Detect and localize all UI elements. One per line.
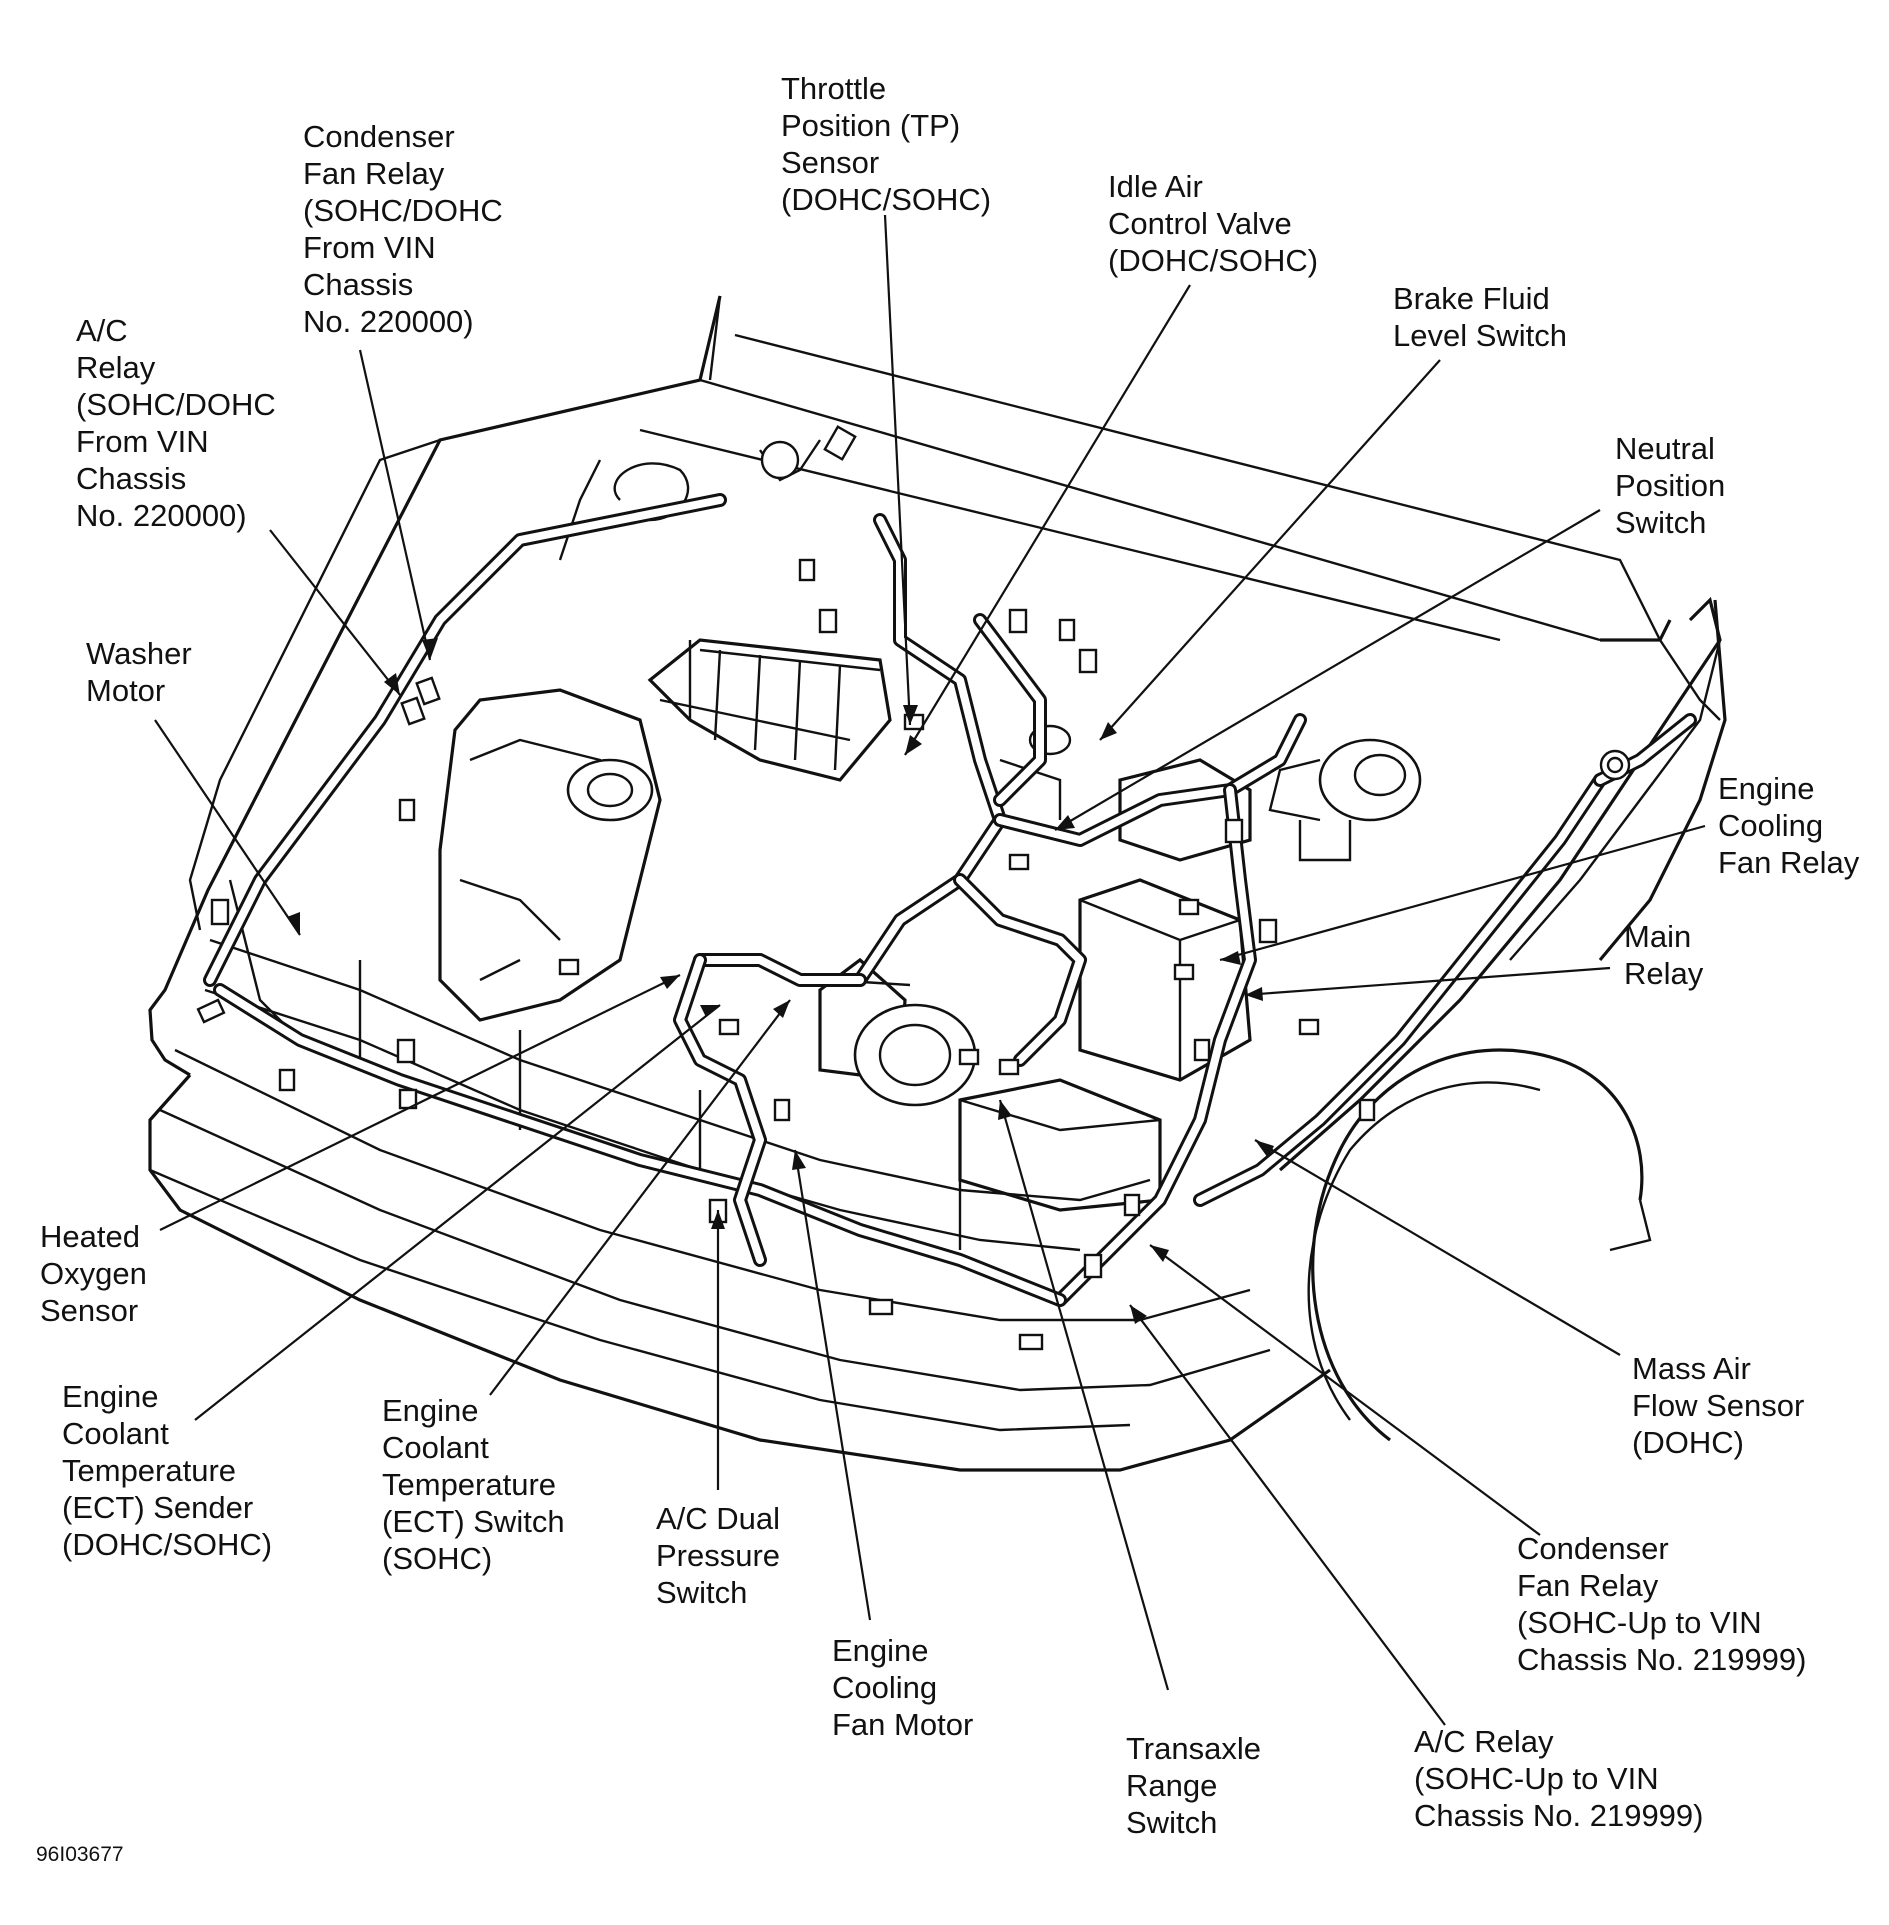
label-mass-air-flow-sensor: Mass Air Flow Sensor (DOHC) [1632, 1351, 1805, 1460]
label-ect-sender: Engine Coolant Temperature (ECT) Sender … [62, 1379, 273, 1562]
car-body-outline [148, 295, 1727, 1472]
label-ac-relay-up-to-vin: A/C Relay (SOHC-Up to VIN Chassis No. 21… [1414, 1724, 1704, 1833]
label-throttle-position-sensor: Throttle Position (TP) Sensor (DOHC/SOHC… [781, 71, 992, 217]
connectors [196, 425, 1631, 1351]
label-neutral-position-switch: Neutral Position Switch [1615, 431, 1726, 540]
label-transaxle-range-switch: Transaxle Range Switch [1126, 1731, 1261, 1840]
leader-arrowheads [287, 638, 1274, 1324]
label-main-relay: Main Relay [1624, 919, 1704, 991]
wiring-harness [203, 493, 1697, 1307]
label-brake-fluid-level-switch: Brake Fluid Level Switch [1393, 281, 1568, 353]
label-engine-cooling-fan-relay: Engine Cooling Fan Relay [1718, 771, 1860, 880]
label-condenser-fan-relay-up-to-vin: Condenser Fan Relay (SOHC-Up to VIN Chas… [1517, 1531, 1807, 1677]
label-heated-oxygen-sensor: Heated Oxygen Sensor [40, 1219, 147, 1328]
label-ac-relay-from-vin: A/C Relay (SOHC/DOHC From VIN Chassis No… [76, 313, 276, 533]
engine-block [228, 439, 1422, 1212]
label-ac-dual-pressure-switch: A/C Dual Pressure Switch [656, 1501, 781, 1610]
label-ect-switch: Engine Coolant Temperature (ECT) Switch … [382, 1393, 565, 1576]
label-idle-air-control-valve: Idle Air Control Valve (DOHC/SOHC) [1108, 169, 1319, 278]
label-washer-motor: Washer Motor [86, 636, 192, 708]
leader-lines [154, 214, 1706, 1726]
label-engine-cooling-fan-motor: Engine Cooling Fan Motor [832, 1633, 974, 1742]
figure-id: 96I03677 [36, 1843, 124, 1866]
label-condenser-fan-relay-from-vin: Condenser Fan Relay (SOHC/DOHC From VIN … [303, 119, 503, 339]
